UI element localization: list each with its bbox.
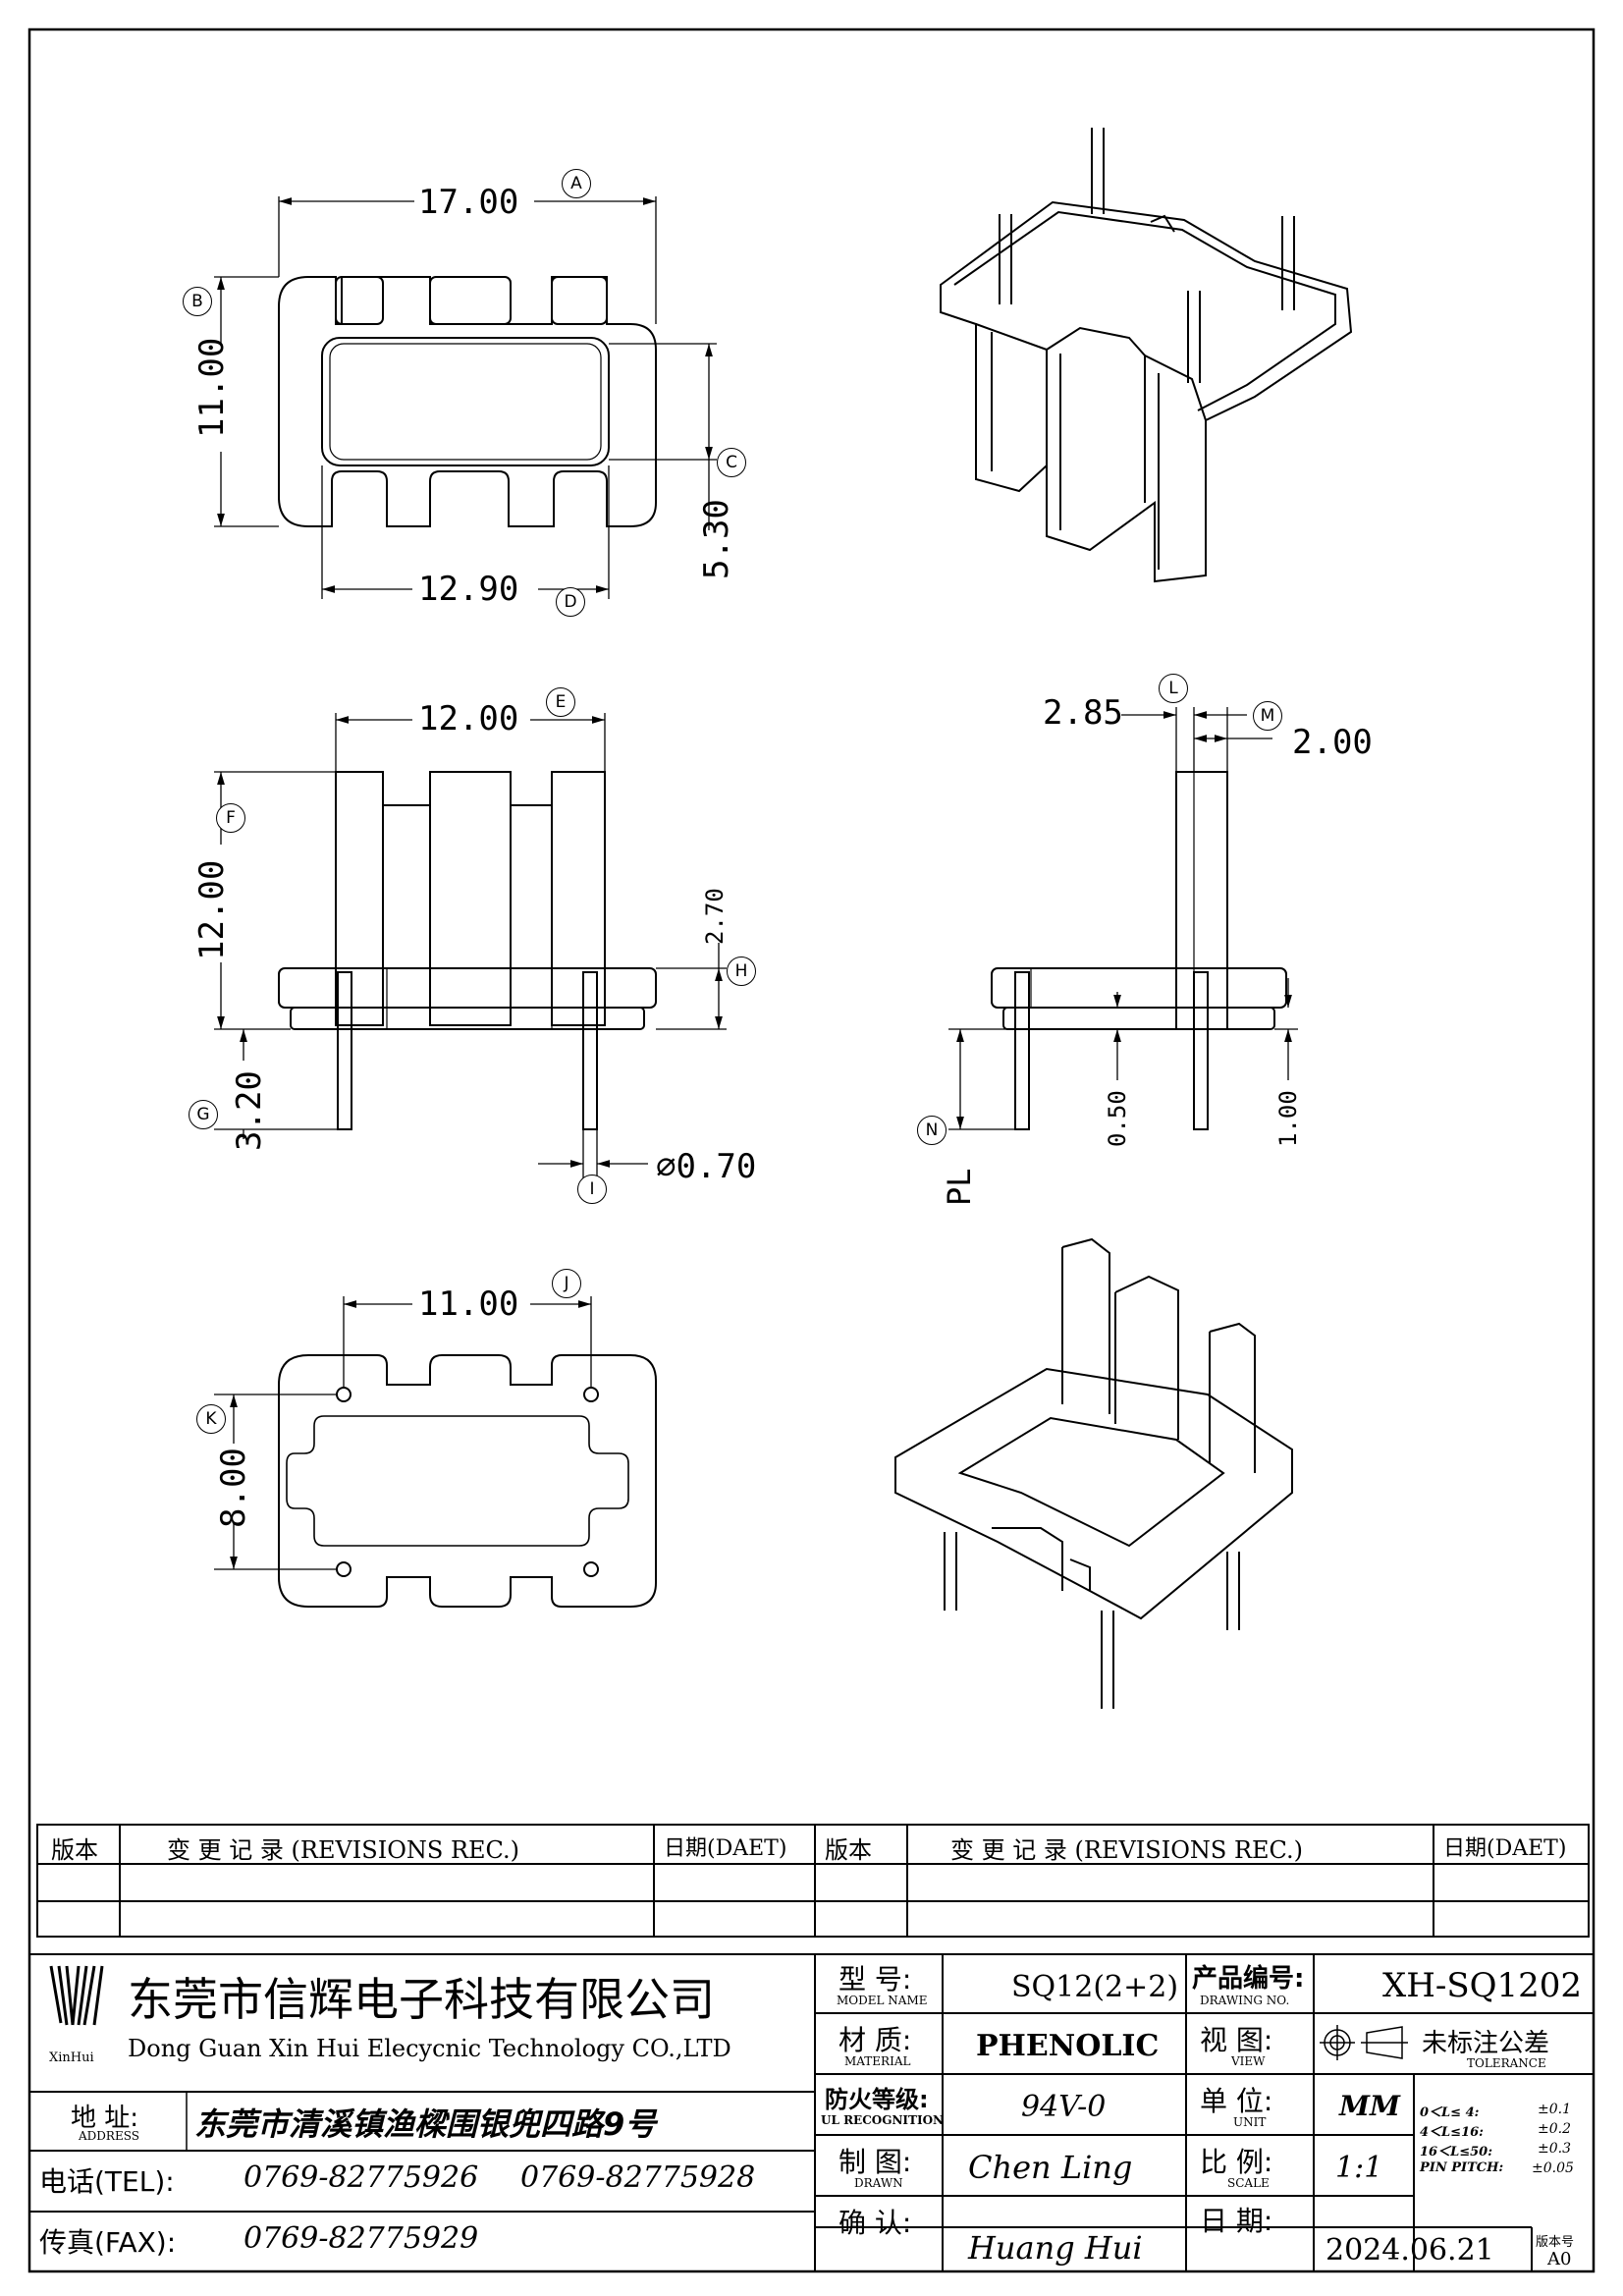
view-label: 视 图: (1200, 2024, 1273, 2056)
top-view-outline (278, 276, 657, 527)
address-label: 地 址: (71, 2104, 139, 2133)
tel-2: 0769-82775928 (520, 2160, 756, 2195)
bubble-c: C (717, 448, 746, 477)
drawing-no-value: XH-SQ1202 (1382, 1966, 1583, 2005)
dim-c-value: 5.30 (697, 499, 736, 579)
bubble-d: D (556, 587, 585, 617)
dim-g-value: 3.20 (230, 1070, 269, 1151)
unit-value: MM (1339, 2090, 1400, 2122)
fax-label: 传真(FAX): (39, 2226, 177, 2259)
front-view-outline (278, 771, 657, 1130)
dim-d-value: 12.90 (418, 570, 519, 609)
version-value: A0 (1547, 2249, 1572, 2269)
material-value: PHENOLIC (976, 2029, 1160, 2063)
bubble-j: J (552, 1269, 581, 1298)
model-label-en: MODEL NAME (837, 1994, 928, 2007)
date-label: 日 期: (1200, 2205, 1273, 2237)
tolerance-label: 未标注公差 (1422, 2029, 1550, 2058)
check-label: 确 认: (839, 2207, 912, 2239)
ul-value: 94V-0 (1021, 2090, 1107, 2124)
tol-value-1: ±0.1 (1538, 2102, 1571, 2117)
scale-value: 1:1 (1335, 2151, 1383, 2185)
dim-050-value: 0.50 (1104, 1090, 1131, 1147)
dim-j-value: 11.00 (418, 1285, 519, 1324)
tol-range-4: PIN PITCH: (1420, 2160, 1504, 2175)
bubble-b: B (183, 287, 212, 316)
unit-label-en: UNIT (1233, 2115, 1267, 2129)
tol-value-3: ±0.3 (1538, 2141, 1571, 2157)
dim-a-value: 17.00 (418, 183, 519, 222)
bubble-m: M (1253, 701, 1282, 731)
dim-100-value: 1.00 (1274, 1090, 1302, 1147)
material-label-en: MATERIAL (844, 2054, 911, 2068)
tel-1: 0769-82775926 (243, 2160, 479, 2195)
isometric-view-upper (940, 128, 1353, 583)
tol-range-1: 0＜L≤ 4: (1420, 2105, 1480, 2120)
drawn-label-en: DRAWN (854, 2176, 903, 2190)
scale-label: 比 例: (1200, 2146, 1273, 2178)
rev-col-date-2: 日期(DAET) (1443, 1836, 1567, 1861)
tol-value-4: ±0.05 (1532, 2160, 1574, 2176)
rev-col-changes: 变 更 记 录 (REVISIONS REC.) (167, 1836, 520, 1864)
model-value: SQ12(2+2) (1011, 1970, 1179, 2004)
bubble-n: N (917, 1116, 947, 1145)
logo-text: XinHui (49, 2050, 94, 2065)
title-block-grid (28, 1953, 1595, 2272)
bubble-k: K (196, 1404, 226, 1434)
bubble-f: F (216, 803, 245, 833)
rev-col-version: 版本 (51, 1836, 98, 1864)
bubble-h: H (727, 957, 756, 986)
ul-label-en: UL RECOGNITION (821, 2113, 944, 2127)
date-value: 2024.06.21 (1325, 2233, 1494, 2268)
company-name-en: Dong Guan Xin Hui Elecycnic Technology C… (128, 2035, 731, 2062)
view-label-en: VIEW (1231, 2054, 1266, 2068)
bubble-e: E (546, 687, 575, 717)
rev-col-changes-2: 变 更 记 录 (REVISIONS REC.) (950, 1836, 1304, 1864)
bubble-g: G (189, 1100, 218, 1129)
tel-label: 电话(TEL): (39, 2165, 175, 2198)
drawing-no-label-en: DRAWING NO. (1200, 1994, 1290, 2007)
revision-table-grid (36, 1824, 1590, 1938)
dim-l-value: 2.85 (1043, 693, 1123, 733)
material-label: 材 质: (839, 2024, 912, 2056)
dim-f-value: 12.00 (192, 859, 232, 960)
rev-col-version-2: 版本 (825, 1836, 872, 1864)
dim-k-value: 8.00 (214, 1448, 253, 1528)
drawing-no-label: 产品编号: (1192, 1964, 1305, 1994)
side-view-outline (991, 771, 1287, 1130)
version-label: 版本号 (1536, 2235, 1575, 2250)
drawn-label: 制 图: (839, 2146, 912, 2178)
model-label: 型 号: (839, 1963, 912, 1995)
company-logo (49, 1965, 104, 2026)
tol-value-2: ±0.2 (1538, 2121, 1571, 2137)
bottom-view-outline (278, 1354, 657, 1608)
tol-range-2: 4＜L≤16: (1420, 2125, 1484, 2140)
rev-col-date: 日期(DAET) (664, 1836, 787, 1861)
dim-b-value: 11.00 (192, 337, 232, 438)
fax-value: 0769-82775929 (243, 2221, 479, 2256)
address-label-en: ADDRESS (79, 2129, 139, 2143)
ul-label: 防火等级: (825, 2086, 929, 2113)
company-name-cn: 东莞市信辉电子科技有限公司 (128, 1973, 715, 2026)
dim-h-value: 2.70 (701, 888, 729, 945)
bubble-a: A (562, 169, 591, 198)
dim-e-value: 12.00 (418, 699, 519, 738)
tol-range-3: 16＜L≤50: (1420, 2145, 1493, 2159)
dim-m-value: 2.00 (1292, 723, 1373, 762)
unit-label: 单 位: (1200, 2085, 1273, 2117)
address-value: 东莞市清溪镇渔樑围银兜四路9号 (194, 2105, 657, 2143)
bubble-l: L (1159, 674, 1188, 703)
tolerance-label-en: TOLERANCE (1467, 2056, 1546, 2070)
dim-i-value: ⌀0.70 (656, 1147, 757, 1186)
scale-label-en: SCALE (1227, 2176, 1270, 2190)
dim-n-value: PL (941, 1168, 978, 1206)
bubble-i: I (577, 1175, 607, 1204)
isometric-view-lower (894, 1237, 1293, 1709)
projection-symbol (1320, 2025, 1408, 2060)
check-value: Huang Hui (968, 2229, 1143, 2267)
drawn-value: Chen Ling (968, 2149, 1133, 2186)
